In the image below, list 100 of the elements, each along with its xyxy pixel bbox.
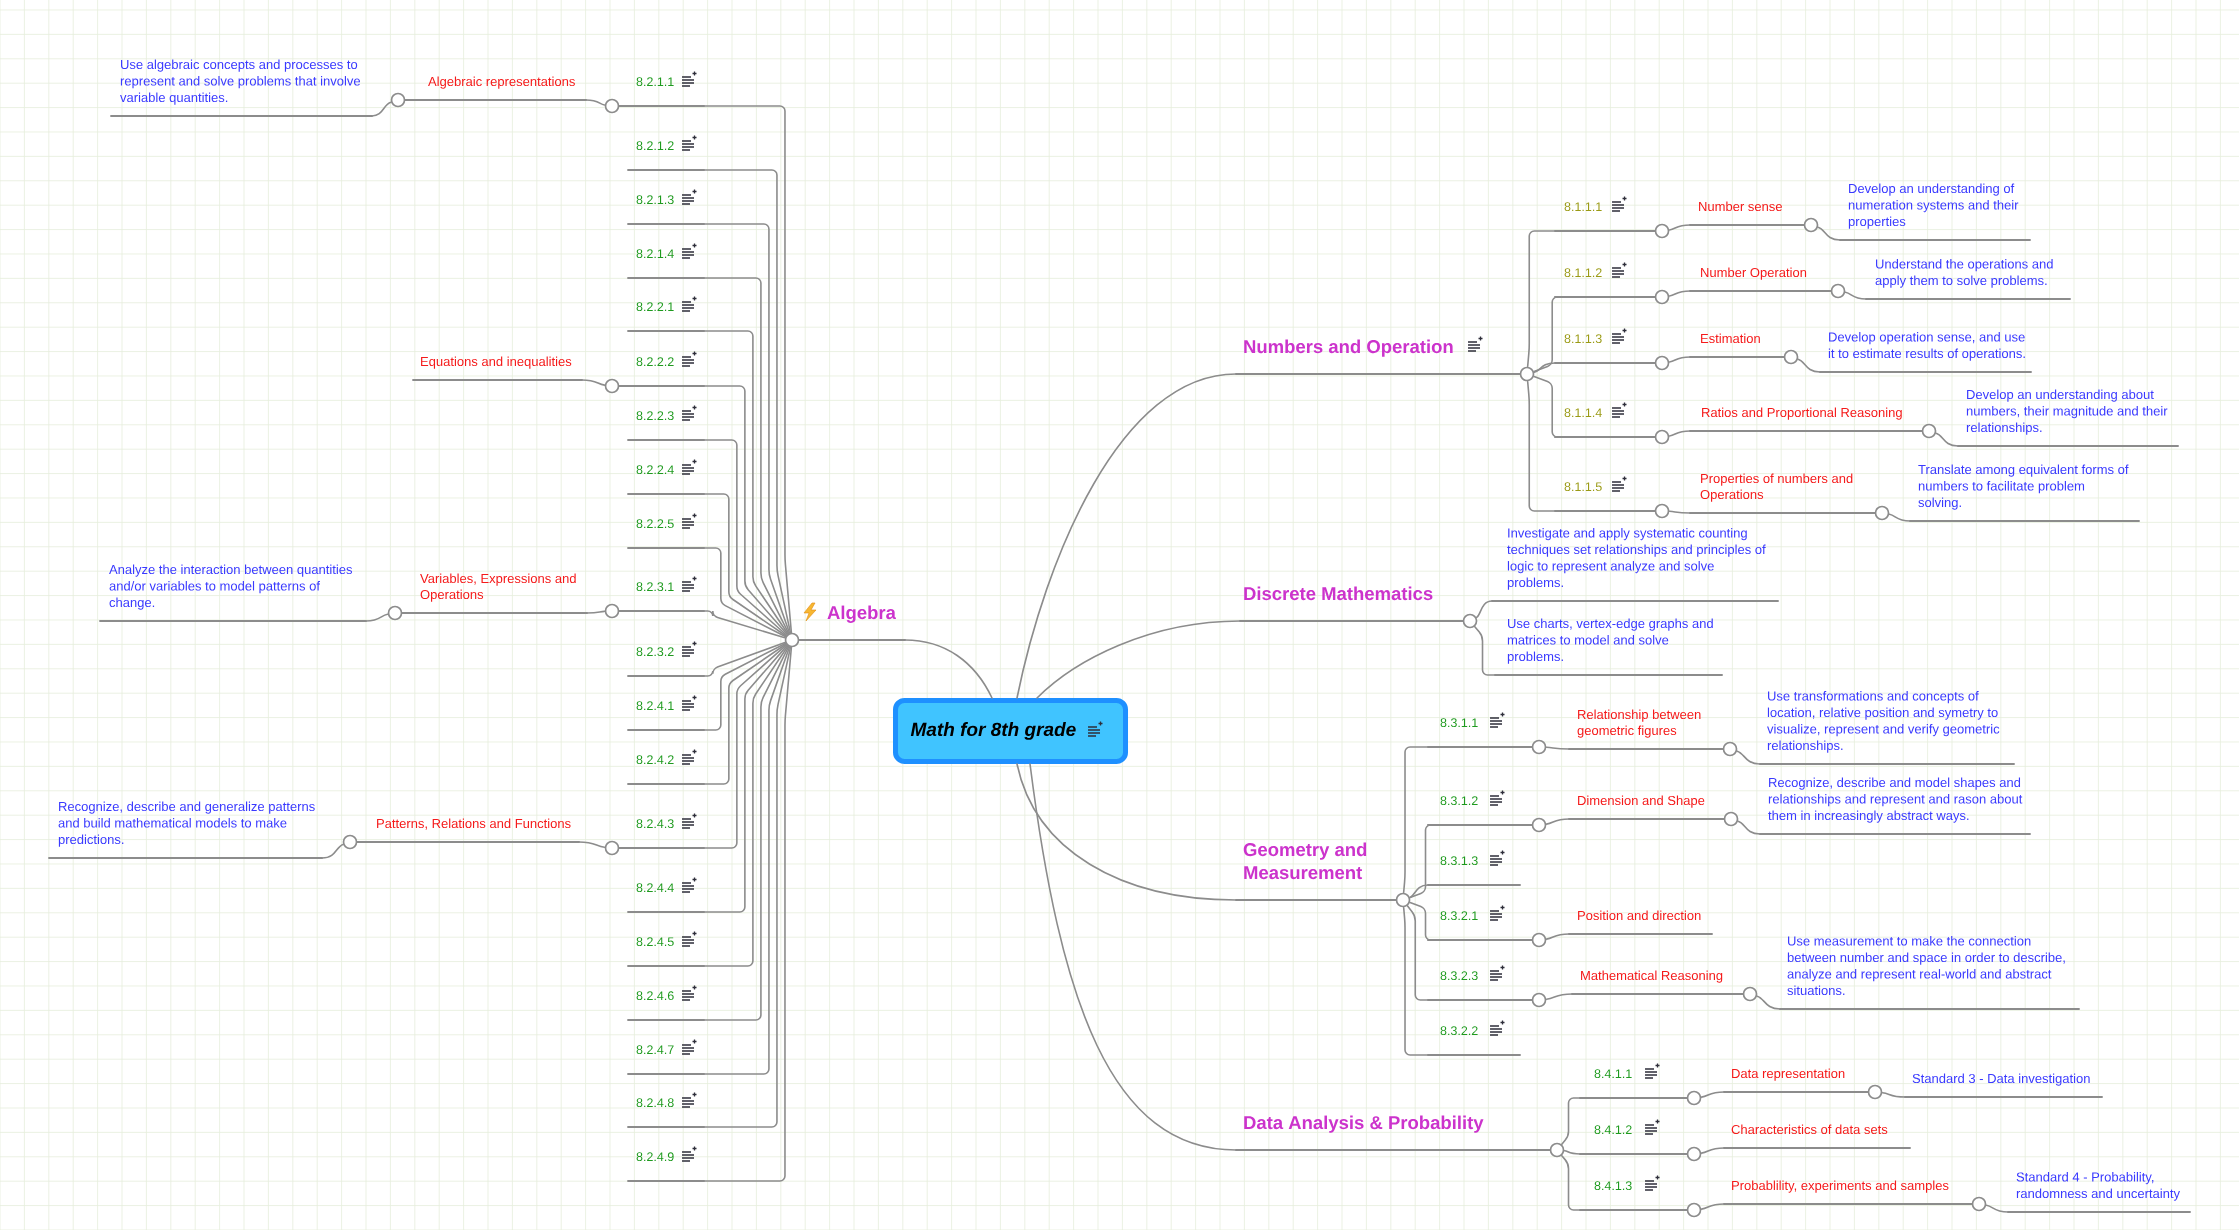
description-text: Standard 4 - Probability, randomness and uncertainty	[2007, 1172, 2191, 1213]
topic-code: 8.4.1.2	[1579, 1125, 1695, 1155]
topic-code: 8.3.1.3	[1427, 856, 1521, 886]
branch-line	[703, 547, 787, 638]
branch-line	[1668, 430, 1691, 437]
description-text: Develop an understanding of numeration systems and their properties	[1839, 183, 2031, 241]
subtopic-label: Data representation	[1723, 1068, 1876, 1093]
branch-line	[578, 841, 606, 848]
subtopic-label: Number sense	[1689, 201, 1812, 226]
subtopic-label: Ratios and Proportional Reasoning	[1689, 407, 1930, 432]
branch-line	[1036, 620, 1241, 699]
branch-line	[1533, 375, 1558, 438]
topic-code: 8.4.1.1	[1579, 1069, 1695, 1099]
branch-line	[1888, 513, 1911, 522]
branch-line	[371, 101, 392, 117]
topic-code: 8.3.2.2	[1427, 1026, 1521, 1056]
branch-line	[1475, 600, 1493, 619]
description-text: Standard 3 - Data investigation	[1904, 1073, 2103, 1098]
branch-line	[1016, 373, 1237, 699]
topic-code: 8.2.2.4	[627, 465, 705, 495]
branch-line	[1844, 291, 1867, 300]
branch-line	[703, 385, 788, 636]
topic-code: 8.2.2.3	[627, 411, 705, 441]
branch-line	[1545, 933, 1570, 940]
topic-code: 8.2.4.3	[611, 819, 705, 849]
topic-code: 8.2.4.6	[627, 991, 705, 1021]
branch-line	[1402, 906, 1429, 1056]
branch-line	[1881, 1091, 1906, 1098]
branch-line	[1029, 763, 1237, 1151]
topic-code: 8.2.3.2	[627, 647, 705, 677]
branch-line	[581, 379, 606, 386]
branch-line	[321, 843, 344, 859]
subtopic-label: Variables, Expressions and Operations	[394, 573, 588, 614]
description-text: Understand the operations and apply them to solve problems.	[1865, 259, 2071, 300]
main-topic: Data Analysis & Probability	[1235, 1115, 1558, 1151]
topic-code: 8.2.2.1	[627, 302, 705, 332]
subtopic-label: Mathematical Reasoning	[1571, 970, 1751, 995]
topic-code: 8.2.4.1	[627, 701, 705, 731]
central-topic-box: Math for 8th grade	[893, 698, 1128, 764]
topic-code: 8.1.1.2	[1554, 268, 1663, 298]
topic-code: 8.4.1.3	[1579, 1181, 1695, 1211]
topic-code: 8.1.1.5	[1554, 482, 1663, 512]
topic-code: 8.2.4.9	[627, 1152, 705, 1182]
topic-code: 8.2.4.7	[627, 1045, 705, 1075]
topic-code: 8.1.1.4	[1554, 408, 1663, 438]
branch-line	[1668, 290, 1691, 297]
branch-line	[1700, 1147, 1725, 1154]
branch-line	[1526, 380, 1556, 512]
branch-line	[1935, 432, 1959, 447]
branch-line	[1402, 746, 1429, 894]
branch-line	[703, 644, 788, 849]
description-text: Use charts, vertex-edge graphs and matrices to model and solve problems.	[1494, 618, 1723, 676]
branch-line	[1409, 824, 1432, 899]
topic-code: 8.2.4.2	[627, 755, 705, 785]
branch-line	[1668, 510, 1691, 514]
branch-line	[1533, 296, 1558, 373]
topic-code: 8.2.2.2	[611, 357, 705, 387]
description-text: Translate among equivalent forms of numbers to facilitate problem solving.	[1909, 464, 2140, 522]
subtopic-label: Algebraic representations	[397, 76, 587, 101]
branch-line	[1817, 226, 1841, 241]
branch-line	[365, 613, 389, 622]
branch-line	[1545, 818, 1570, 825]
topic-code: 8.2.1.1	[611, 77, 705, 107]
branch-line	[1985, 1204, 2009, 1213]
topic-code: 8.3.2.3	[1427, 971, 1540, 1001]
topic-code: 8.3.1.2	[1427, 796, 1540, 826]
subtopic-label: Equations and inequalities	[412, 356, 583, 381]
description-text: Develop an understanding about numbers, their magnitude and their relationships.	[1957, 389, 2179, 447]
topic-code: 8.2.1.2	[627, 141, 705, 171]
topic-code: 8.2.1.4	[627, 249, 705, 279]
branch-line	[703, 330, 789, 635]
branch-line	[1016, 763, 1237, 901]
branch-line	[1409, 884, 1429, 899]
branch-line	[1668, 224, 1691, 231]
topic-code: 8.1.1.1	[1554, 202, 1663, 232]
subtopic-label: Number Operation	[1689, 267, 1839, 292]
description-text: Use algebraic concepts and processes to represent and solve problems that involve variable quantities.	[110, 59, 373, 117]
branch-line	[1700, 1091, 1725, 1098]
branch-line	[586, 610, 606, 614]
branch-line	[703, 439, 788, 636]
subtopic-label: Estimation	[1689, 333, 1792, 358]
branch-line	[1545, 993, 1573, 1000]
description-text: Investigate and apply systematic counting techniques set relationships and principles of logic to represent analyze and solve problems.	[1491, 528, 1779, 602]
branch-line	[904, 639, 993, 699]
branch-line	[703, 644, 788, 913]
branch-line	[703, 643, 787, 785]
branch-line	[1668, 356, 1691, 363]
branch-line	[1736, 750, 1761, 765]
branch-line	[1545, 746, 1570, 750]
branch-line	[1797, 358, 1821, 373]
branch-line	[585, 99, 606, 106]
branch-line	[1563, 1149, 1581, 1155]
topic-code: 8.2.4.5	[627, 937, 705, 967]
topic-code: 8.2.4.8	[627, 1098, 705, 1128]
subtopic-label: Patterns, Relations and Functions	[349, 818, 580, 843]
topic-code: 8.2.2.5	[627, 519, 705, 549]
description-text: Develop operation sense, and use it to estimate results of operations.	[1819, 332, 2032, 373]
branch-line	[1406, 905, 1429, 1001]
topic-code: 8.2.3.1	[611, 582, 705, 612]
branch-line	[1409, 901, 1432, 941]
